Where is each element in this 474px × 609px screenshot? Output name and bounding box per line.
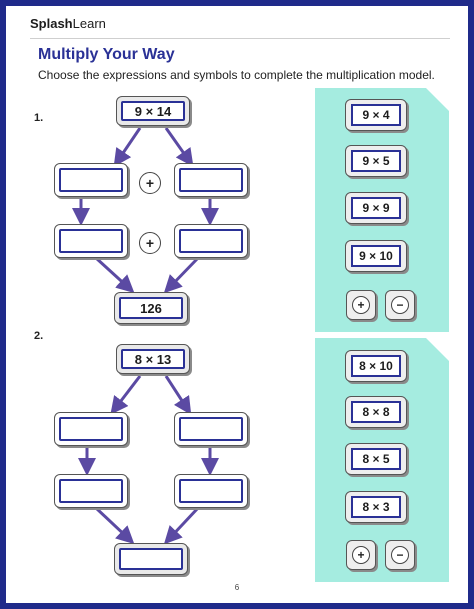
q1-plus-circle-2: + xyxy=(139,232,161,254)
q2-blank-left-2[interactable] xyxy=(54,474,128,508)
q1-blank-left-2[interactable] xyxy=(54,224,128,258)
options-panel-1: 9 × 4 9 × 5 9 × 9 9 × 10 + − xyxy=(315,88,449,332)
q2-result xyxy=(119,548,183,570)
q1-blank-right-1[interactable] xyxy=(174,163,248,197)
option-chip[interactable]: 8 × 8 xyxy=(345,396,407,428)
option-chip[interactable]: 9 × 10 xyxy=(345,240,407,272)
page-number: 6 xyxy=(234,583,240,592)
q1-top-expression-box: 9 × 14 xyxy=(116,96,190,126)
panel-2-corner xyxy=(426,338,450,362)
options-panel-2: 8 × 10 8 × 8 8 × 5 8 × 3 + − xyxy=(315,338,449,582)
option-chip[interactable]: 9 × 4 xyxy=(345,99,407,131)
minus-icon: − xyxy=(391,296,409,314)
plus-icon: + xyxy=(352,296,370,314)
minus-icon: − xyxy=(391,546,409,564)
instruction-text: Choose the expressions and symbols to co… xyxy=(38,68,435,82)
q2-top-expression-box: 8 × 13 xyxy=(116,344,190,374)
q2-top-expression: 8 × 13 xyxy=(121,349,185,369)
minus-symbol-option[interactable]: − xyxy=(385,540,415,570)
worksheet-title: Multiply Your Way xyxy=(38,46,175,63)
option-chip[interactable]: 9 × 5 xyxy=(345,145,407,177)
q2-blank-right-1[interactable] xyxy=(174,412,248,446)
q1-result: 126 xyxy=(119,297,183,319)
question-1-number: 1. xyxy=(34,112,44,124)
splashlearn-logo: SplashLearn xyxy=(30,16,106,31)
plus-icon: + xyxy=(352,546,370,564)
header-divider xyxy=(30,38,450,39)
option-chip[interactable]: 8 × 5 xyxy=(345,443,407,475)
plus-symbol-option[interactable]: + xyxy=(346,540,376,570)
q2-blank-right-2[interactable] xyxy=(174,474,248,508)
q1-plus-circle-1: + xyxy=(139,172,161,194)
option-chip[interactable]: 9 × 9 xyxy=(345,192,407,224)
q1-blank-right-2[interactable] xyxy=(174,224,248,258)
q2-result-box[interactable] xyxy=(114,543,188,575)
q1-result-box: 126 xyxy=(114,292,188,324)
q2-blank-left-1[interactable] xyxy=(54,412,128,446)
q1-top-expression: 9 × 14 xyxy=(121,101,185,121)
plus-symbol-option[interactable]: + xyxy=(346,290,376,320)
option-chip[interactable]: 8 × 3 xyxy=(345,491,407,523)
minus-symbol-option[interactable]: − xyxy=(385,290,415,320)
question-2-number: 2. xyxy=(34,330,44,342)
option-chip[interactable]: 8 × 10 xyxy=(345,350,407,382)
panel-1-corner xyxy=(426,88,450,112)
q1-blank-left-1[interactable] xyxy=(54,163,128,197)
